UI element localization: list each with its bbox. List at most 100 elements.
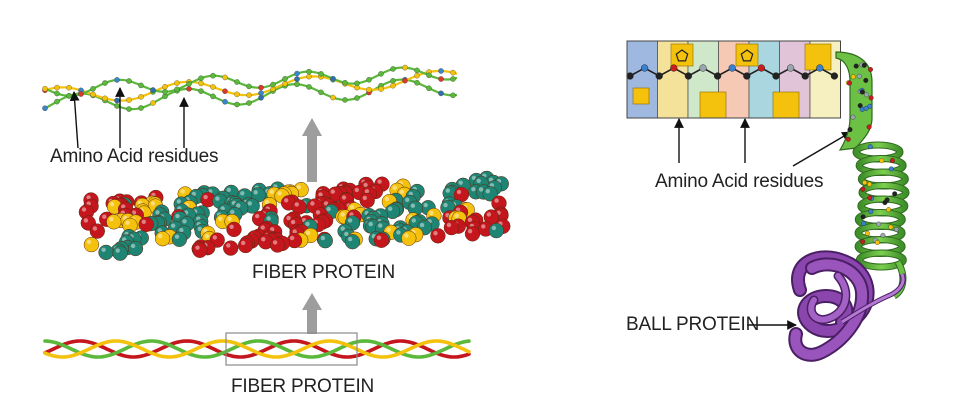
- atom: [757, 64, 766, 72]
- helix-atom: [857, 103, 863, 109]
- side-chain: [699, 91, 727, 119]
- residue-bead: [294, 76, 300, 82]
- left-residue-arrows: [69, 87, 189, 149]
- residue-bead: [90, 86, 96, 92]
- fiber-bead: [226, 221, 242, 238]
- residue-bead: [114, 77, 120, 83]
- bead-highlight: [491, 225, 497, 231]
- residue-bead: [402, 64, 408, 71]
- fiber-bead: [112, 245, 128, 261]
- bead-highlight: [340, 226, 345, 231]
- residue-panel: [626, 40, 658, 119]
- residue-bead: [318, 89, 324, 96]
- bead-highlight: [368, 221, 373, 227]
- fiber-bead: [154, 231, 171, 247]
- residue-bead: [450, 76, 456, 82]
- residue-bead: [318, 71, 324, 77]
- bead-highlight: [255, 213, 260, 219]
- bead-highlight: [419, 222, 425, 228]
- helix-atom: [868, 67, 873, 72]
- bead-highlight: [290, 219, 296, 225]
- residue-panel-strip: [626, 40, 841, 119]
- bead-highlight: [155, 210, 160, 215]
- bead-highlight: [458, 180, 463, 185]
- residue-bead: [246, 83, 252, 90]
- atom: [699, 64, 707, 72]
- bead-highlight: [349, 205, 355, 210]
- bead-highlight: [467, 217, 473, 222]
- bead-highlight: [121, 204, 126, 209]
- helix-atoms: [845, 62, 899, 245]
- bead-highlight: [377, 179, 382, 184]
- residue-bead: [294, 81, 300, 87]
- atom: [626, 72, 634, 80]
- residue-bead: [306, 68, 312, 75]
- residue-bead: [390, 66, 396, 72]
- bead-highlight: [443, 202, 448, 208]
- highlight-box: [225, 332, 358, 366]
- bead-highlight: [277, 191, 282, 196]
- atom: [830, 72, 839, 80]
- helix-atom: [867, 144, 873, 150]
- helix-atom: [861, 62, 867, 68]
- bead-highlight: [320, 235, 326, 241]
- atom: [713, 72, 722, 80]
- residue-bead: [306, 84, 312, 90]
- residue-arrow-1: [69, 91, 80, 149]
- residue-bead: [378, 71, 384, 77]
- bead-highlight: [305, 221, 310, 227]
- residue-bead: [174, 80, 180, 86]
- bead-highlight: [481, 224, 486, 229]
- bead-highlight: [376, 235, 382, 240]
- right-residue-arrows: [674, 118, 852, 167]
- helix-atom: [856, 73, 862, 79]
- residue-bead: [450, 69, 456, 76]
- upward-arrow-top: [302, 118, 322, 182]
- residue-bead: [258, 95, 264, 101]
- atom: [772, 72, 780, 80]
- residue-bead: [414, 67, 420, 74]
- fiber-bead: [401, 230, 417, 246]
- bead-highlight: [264, 199, 270, 205]
- residue-bead: [150, 100, 156, 106]
- right-residues-label: Amino Acid residues: [655, 171, 824, 192]
- helix-turn: [856, 250, 906, 270]
- bead-highlight: [130, 243, 136, 249]
- panel-frame: [626, 40, 841, 119]
- helix-atom: [889, 158, 895, 164]
- helix-atom: [880, 232, 886, 238]
- atom: [801, 72, 809, 80]
- fiber-bead: [171, 231, 188, 247]
- residue-bead: [222, 88, 228, 94]
- residue-bead: [102, 95, 108, 102]
- residue-bead: [138, 94, 144, 100]
- bead-highlight: [260, 225, 265, 230]
- helix-atom: [868, 209, 874, 215]
- bead-highlight: [109, 217, 114, 222]
- atom: [786, 64, 795, 72]
- bead-highlight: [180, 189, 185, 194]
- residue-bead: [186, 81, 192, 87]
- helix-atom: [867, 181, 872, 187]
- fiber-bead: [127, 240, 144, 257]
- bead-highlight: [344, 231, 349, 237]
- bead-highlight: [150, 201, 156, 206]
- residue-bead: [354, 95, 360, 101]
- helix-atom: [888, 224, 894, 230]
- fiber-bead: [317, 233, 333, 249]
- bead-highlight: [110, 202, 115, 207]
- bead-highlight: [176, 199, 181, 204]
- helix-atom: [867, 195, 873, 201]
- residue-bead: [438, 76, 444, 82]
- residue-bead: [126, 106, 132, 112]
- residue-bead: [438, 90, 444, 97]
- atom: [670, 64, 678, 72]
- bead-highlight: [240, 191, 245, 196]
- bead-highlight: [195, 245, 200, 250]
- helix-atom: [850, 74, 856, 80]
- residue-bead: [402, 77, 408, 84]
- residue-bead: [282, 76, 288, 82]
- helix-atom: [874, 240, 880, 245]
- helix-atom: [861, 221, 867, 226]
